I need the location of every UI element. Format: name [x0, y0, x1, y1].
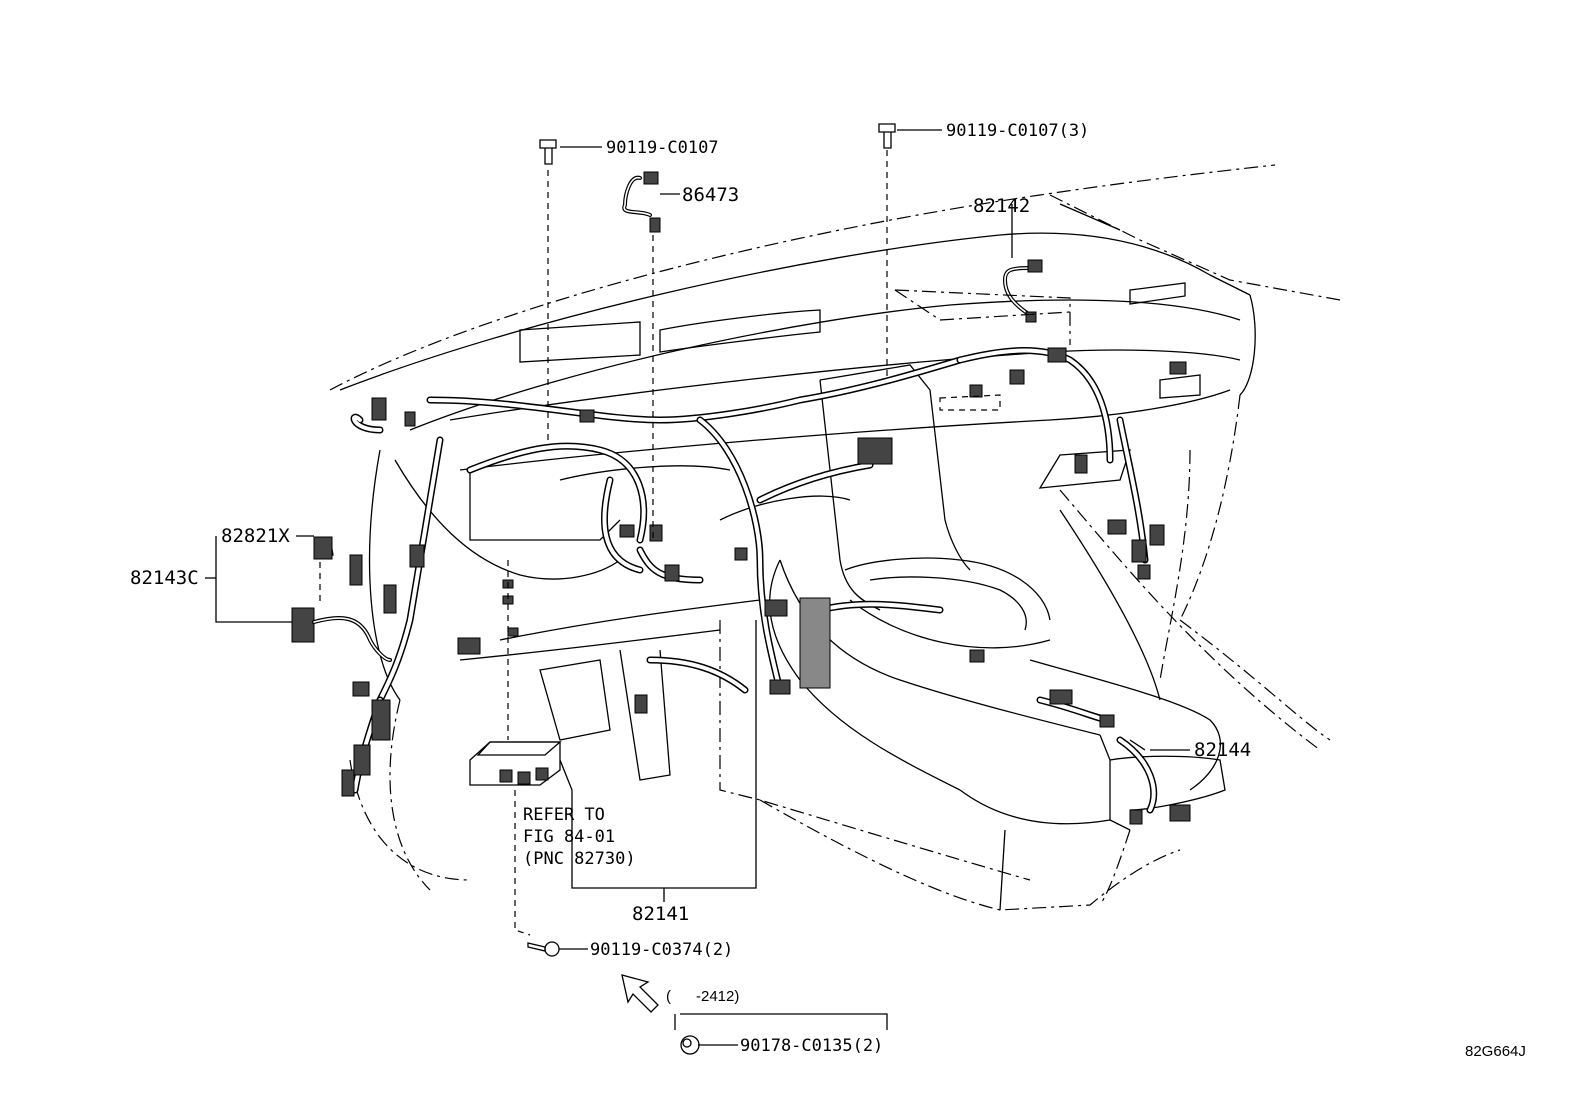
label-bolt-top-left: 90119-C0107 — [606, 138, 719, 158]
label-date-range: ( -2412) — [666, 988, 739, 1005]
label-refer-line1: REFER TO — [523, 805, 605, 825]
ecu-block — [469, 741, 562, 786]
part-86473-wire — [622, 171, 661, 233]
bolt-icon — [527, 941, 560, 957]
label-bolt-bottom: 90119-C0374(2) — [590, 940, 733, 960]
clip-icon — [680, 1035, 700, 1055]
leader-lines — [507, 150, 1071, 936]
part-82142-harness — [1002, 259, 1043, 323]
part-82143c-harness — [291, 536, 392, 662]
label-82821x: 82821X — [221, 525, 290, 547]
label-refer-line3: (PNC 82730) — [523, 849, 636, 869]
label-leaders — [205, 129, 1190, 1046]
label-82143c: 82143C — [130, 567, 199, 589]
main-harness — [350, 347, 1158, 814]
figure-code: 82G664J — [1465, 1043, 1526, 1060]
front-direction-arrow-icon — [621, 974, 659, 1013]
label-82144: 82144 — [1194, 739, 1251, 761]
label-bolt-top-right: 90119-C0107(3) — [946, 121, 1089, 141]
label-82141: 82141 — [632, 903, 689, 925]
center-console — [768, 364, 1226, 911]
bolt-icon — [539, 139, 557, 165]
label-82142: 82142 — [973, 195, 1030, 217]
label-86473: 86473 — [682, 184, 739, 206]
label-clip-bottom: 90178-C0135(2) — [740, 1036, 883, 1056]
label-refer-line2: FIG 84-01 — [523, 827, 615, 847]
harness-connectors — [341, 347, 1191, 825]
dashboard-outline — [329, 164, 1341, 911]
bolt-icon — [878, 123, 896, 149]
